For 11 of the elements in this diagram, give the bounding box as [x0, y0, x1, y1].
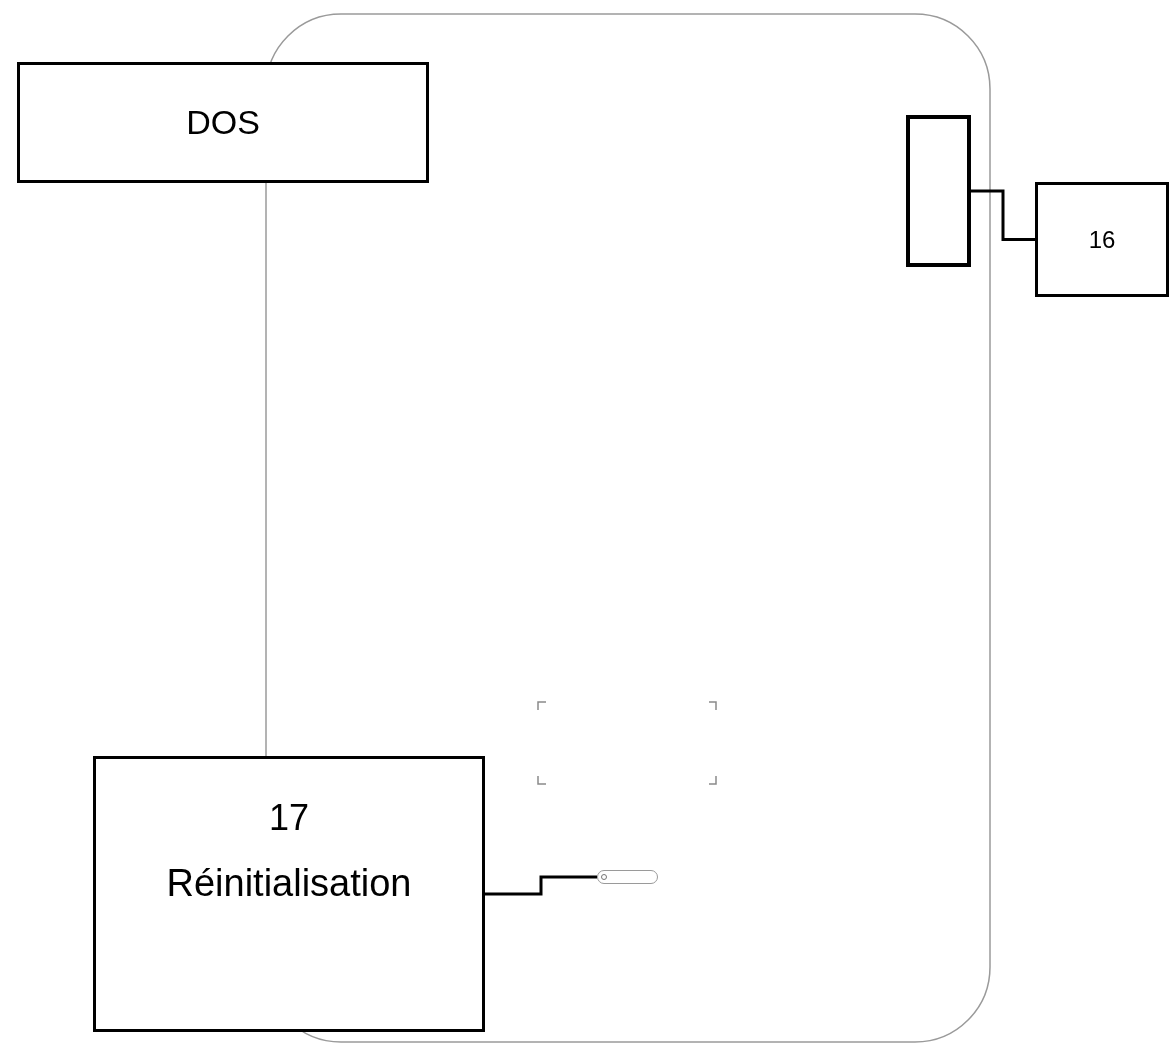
callout-box: [93, 756, 485, 1032]
callout-label: Réinitialisation: [166, 862, 412, 907]
callout-number: 17: [268, 797, 309, 839]
callout-box: [1035, 182, 1169, 297]
leader-line: [971, 189, 1035, 241]
callout-number: 16: [1088, 225, 1116, 254]
side-label: DOS: [186, 102, 260, 143]
leader-line: [485, 875, 597, 896]
label-box: [17, 62, 429, 183]
port-outline: [906, 115, 971, 267]
reset-button-slot: [597, 870, 658, 884]
